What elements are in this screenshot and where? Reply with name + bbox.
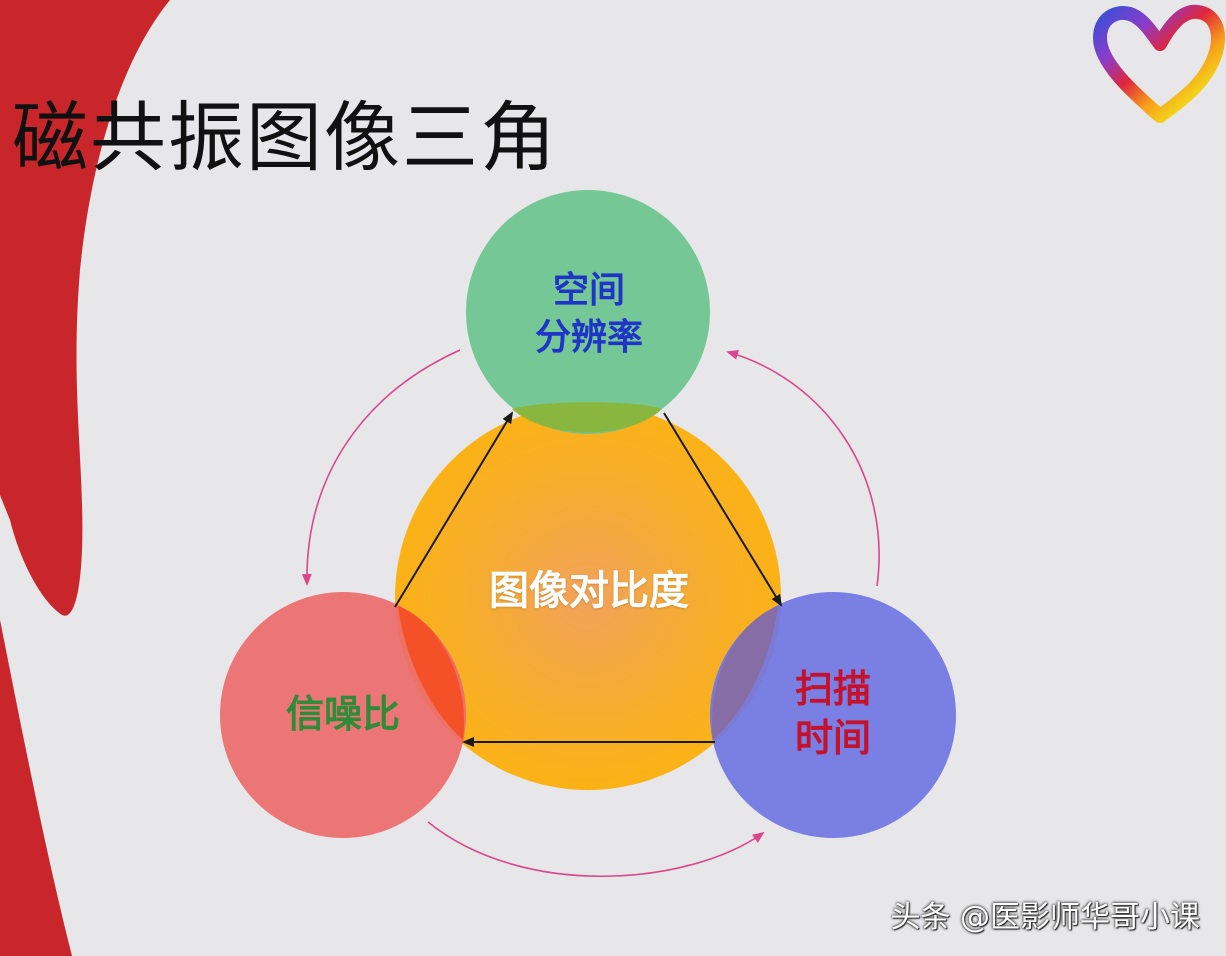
image-contrast-label: 图像对比度	[489, 568, 689, 614]
overlap-right	[711, 606, 778, 740]
arrow-spatial-to-scan	[663, 412, 783, 607]
scan-time-circle	[710, 592, 956, 838]
spatial-resolution-label: 空间 分辨率	[534, 270, 643, 358]
spatial-resolution-circle	[466, 190, 710, 434]
cycle-arc-right	[726, 349, 880, 587]
overlap-left	[398, 606, 465, 740]
arrow-snr-to-spatial	[394, 411, 514, 608]
cycle-arc-bottom	[427, 821, 765, 878]
overlap-top	[512, 402, 662, 433]
slide-title: 磁共振图像三角	[12, 93, 558, 182]
cycle-arc-left	[301, 349, 461, 586]
watermark-text: 头条 @医影师华哥小课	[890, 900, 1200, 935]
snr-circle	[220, 592, 466, 838]
red-swoosh-decoration	[0, 0, 170, 956]
image-contrast-circle	[395, 404, 781, 790]
snr-label: 信噪比	[285, 692, 400, 736]
scan-time-label: 扫描 时间	[794, 667, 871, 761]
rainbow-heart-logo	[1093, 4, 1225, 123]
